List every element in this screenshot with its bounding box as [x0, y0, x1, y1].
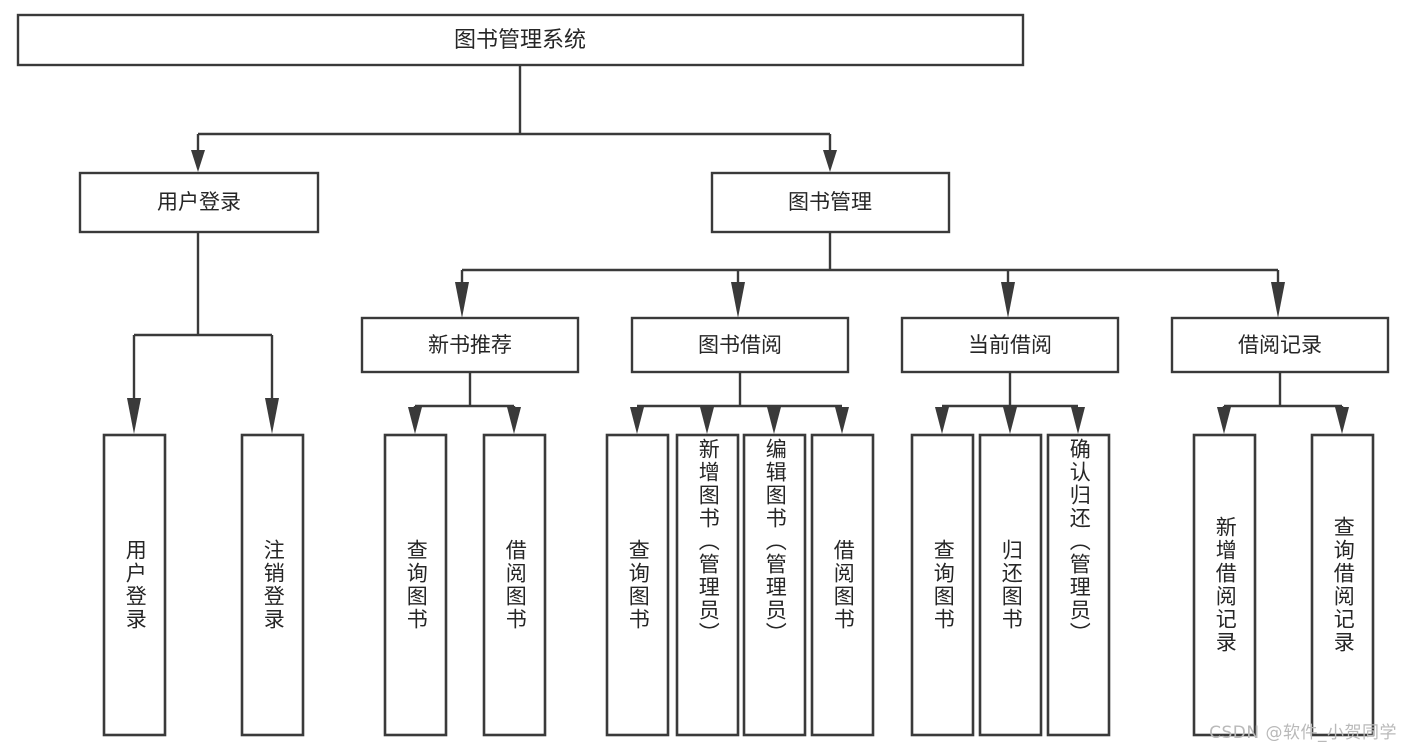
- leaf-box-new-book-1[interactable]: [383, 433, 448, 737]
- arrow-current-leaf-2: [1003, 407, 1017, 434]
- leaf-box-book-borrow-1[interactable]: [605, 433, 670, 737]
- arrow-records-leaf-1: [1217, 407, 1231, 434]
- node-book-borrow[interactable]: 图书借阅: [630, 316, 850, 374]
- leaf-box-borrow-records-1[interactable]: [1192, 433, 1257, 737]
- leaf-box-current-borrow-2[interactable]: [978, 433, 1043, 737]
- leaf-box-user-login-1[interactable]: [102, 433, 167, 737]
- connectors-layer: [127, 66, 1349, 434]
- leaf-box-user-login-2[interactable]: [240, 433, 305, 737]
- arrow-borrow-leaf-3: [767, 407, 781, 434]
- node-current-borrow-box[interactable]: [900, 316, 1120, 374]
- arrow-user-login-leaf-2: [265, 398, 279, 434]
- arrow-root-to-book-mgmt: [823, 150, 837, 172]
- arrow-new-book-leaf-2: [507, 407, 521, 434]
- arrow-book-mgmt-to-current: [1001, 282, 1015, 318]
- node-user-login-label: 用户登录: [157, 190, 241, 214]
- node-borrow-records[interactable]: 借阅记录: [1170, 316, 1390, 374]
- node-current-borrow[interactable]: 当前借阅: [900, 316, 1120, 374]
- arrow-book-mgmt-to-borrow: [731, 282, 745, 318]
- node-root-label: 图书管理系统: [454, 28, 586, 53]
- arrow-book-mgmt-to-records: [1271, 282, 1285, 318]
- arrow-user-login-leaf-1: [127, 398, 141, 434]
- node-user-login[interactable]: 用户登录: [78, 171, 320, 234]
- node-book-management-label: 图书管理: [788, 190, 872, 214]
- node-borrow-records-box[interactable]: [1170, 316, 1390, 374]
- arrow-borrow-leaf-1: [630, 407, 644, 434]
- node-new-book-recommend[interactable]: 新书推荐: [360, 316, 580, 374]
- watermark-text: CSDN @软件_小贺同学: [1209, 723, 1397, 743]
- arrow-new-book-leaf-1: [408, 407, 422, 434]
- node-borrow-records-label: 借阅记录: [1238, 333, 1322, 357]
- leaf-box-book-borrow-4[interactable]: [810, 433, 875, 737]
- leaf-box-new-book-2[interactable]: [482, 433, 547, 737]
- node-root[interactable]: 图书管理系统: [16, 13, 1025, 67]
- nodes-layer: 图书管理系统 用户登录 图书管理 新书推荐 图书借阅 当前: [16, 13, 1390, 737]
- node-new-book-recommend-box[interactable]: [360, 316, 580, 374]
- arrow-borrow-leaf-4: [835, 407, 849, 434]
- node-user-login-box[interactable]: [78, 171, 320, 234]
- node-book-borrow-label: 图书借阅: [698, 333, 782, 357]
- arrow-book-mgmt-to-new-book: [455, 282, 469, 318]
- leaf-box-current-borrow-1[interactable]: [910, 433, 975, 737]
- arrow-records-leaf-2: [1335, 407, 1349, 434]
- arrow-borrow-leaf-2: [700, 407, 714, 434]
- node-book-borrow-box[interactable]: [630, 316, 850, 374]
- leaf-box-current-borrow-3[interactable]: [1046, 433, 1111, 737]
- arrow-current-leaf-3: [1071, 407, 1085, 434]
- node-current-borrow-label: 当前借阅: [968, 333, 1052, 357]
- leaf-box-book-borrow-3[interactable]: [742, 433, 807, 737]
- arrow-root-to-user-login: [191, 150, 205, 172]
- leaf-box-book-borrow-2[interactable]: [675, 433, 740, 737]
- leaf-box-borrow-records-2[interactable]: [1310, 433, 1375, 737]
- arrow-current-leaf-1: [935, 407, 949, 434]
- node-book-management-box[interactable]: [710, 171, 951, 234]
- node-book-management[interactable]: 图书管理: [710, 171, 951, 234]
- node-new-book-recommend-label: 新书推荐: [428, 333, 512, 357]
- node-root-box[interactable]: [16, 13, 1025, 67]
